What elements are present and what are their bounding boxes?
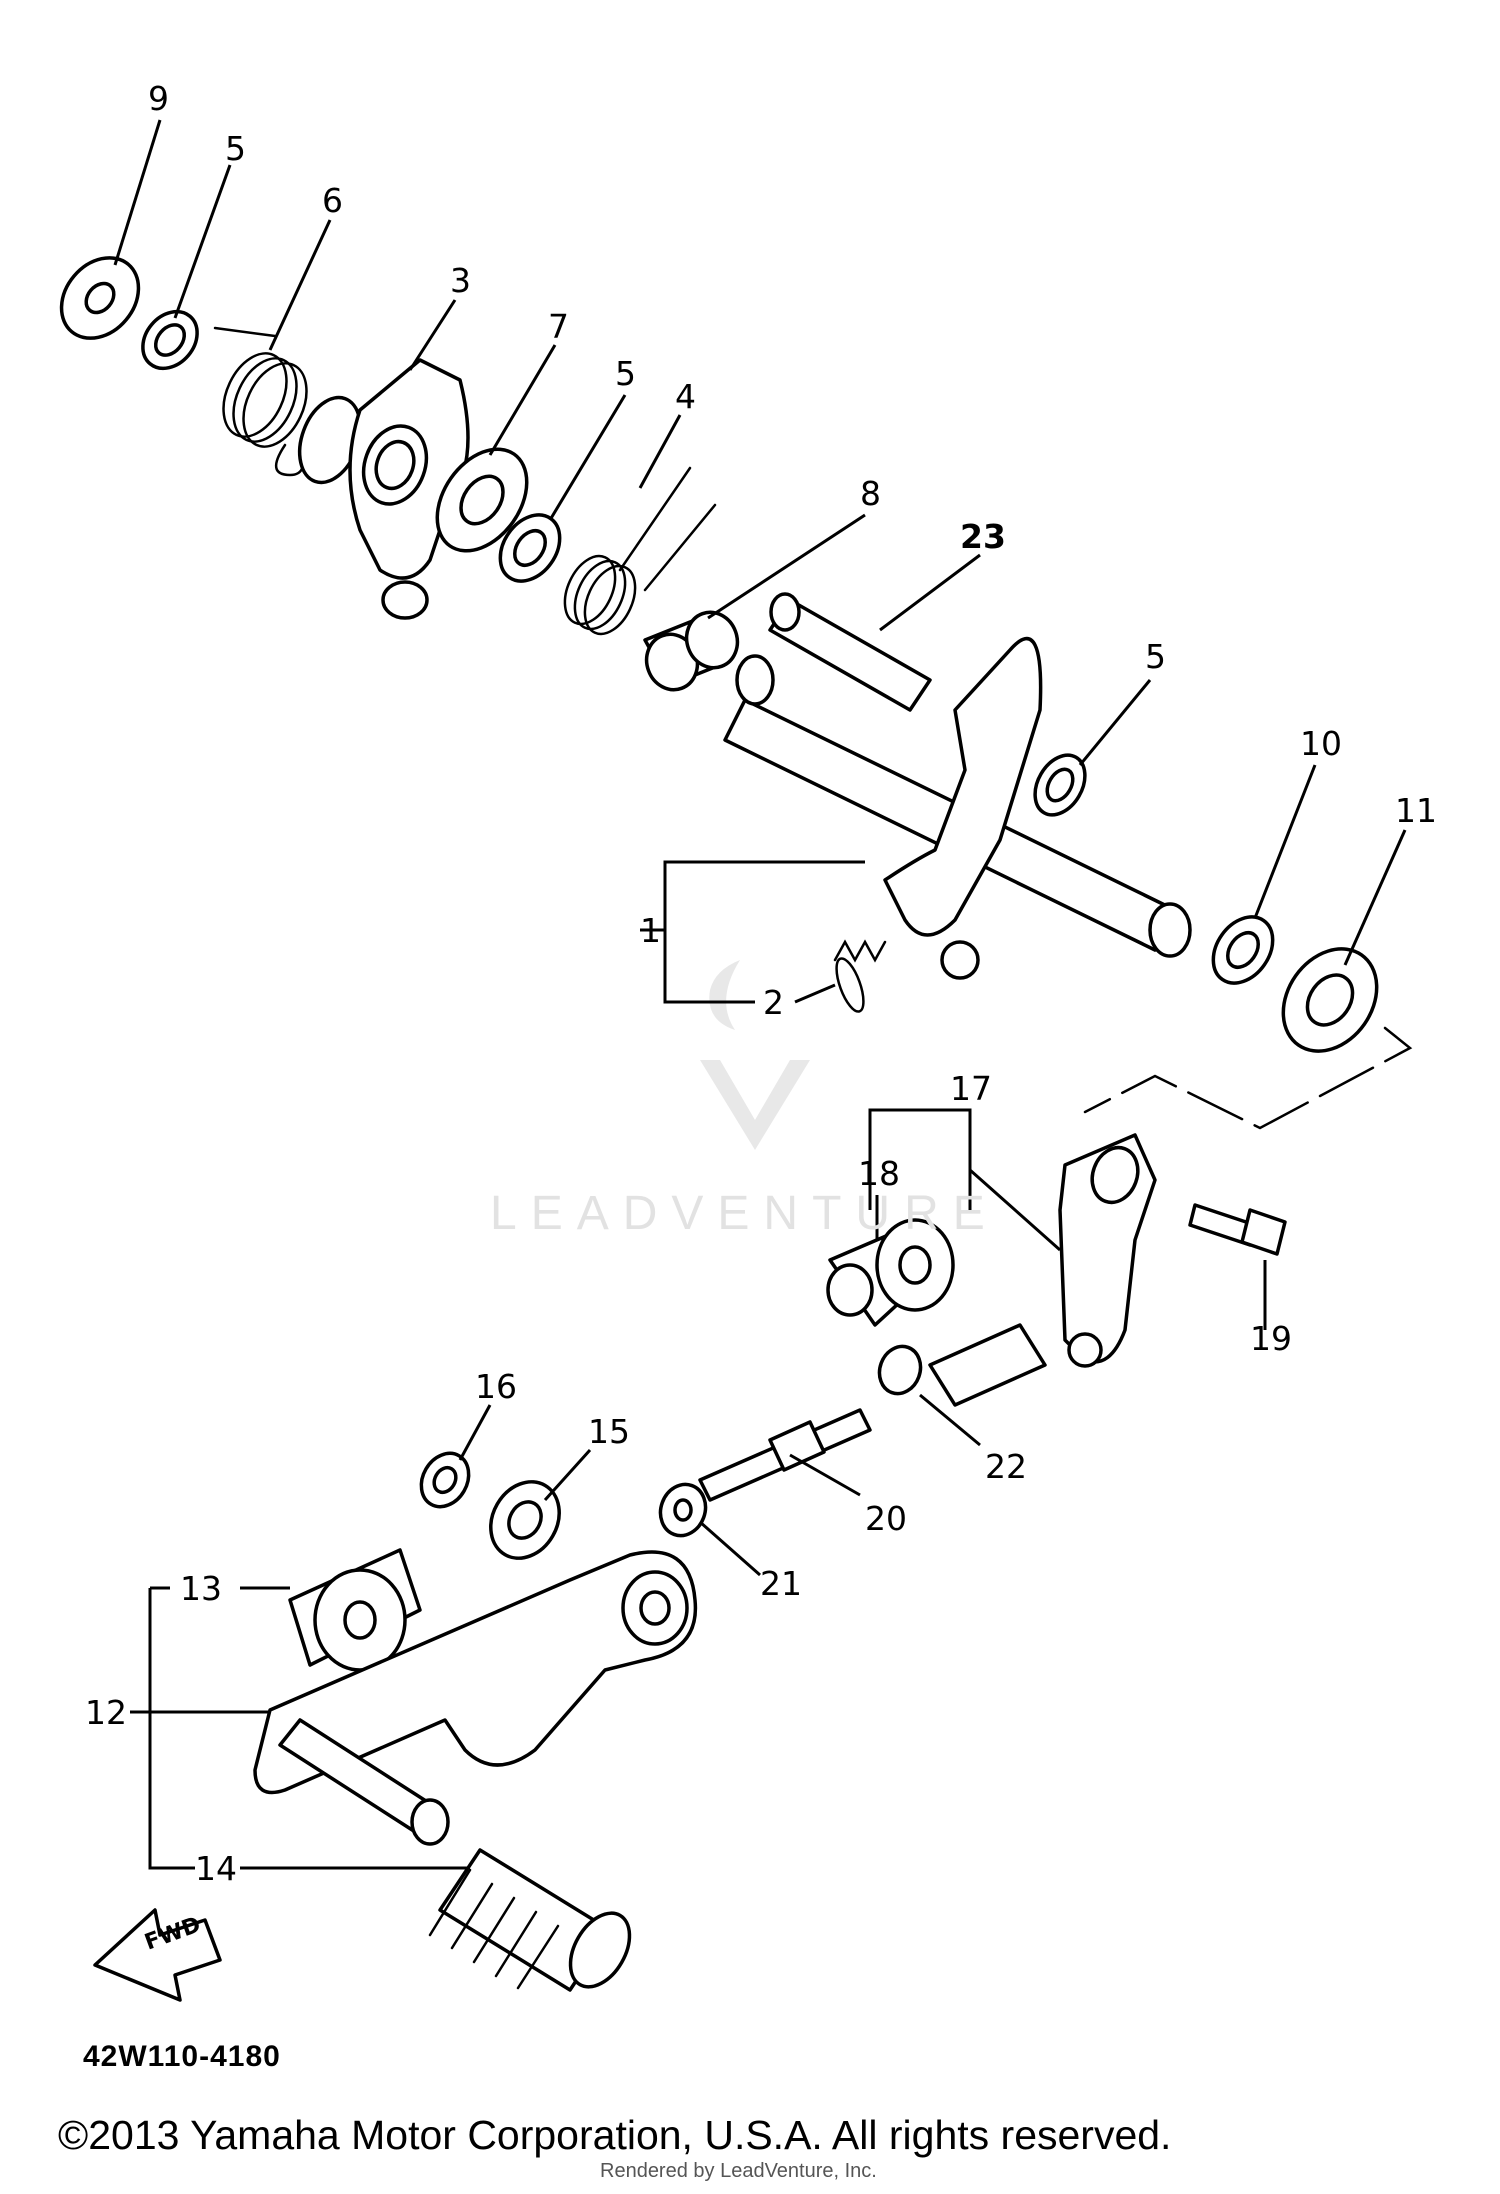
callout-16: 16 bbox=[475, 1367, 517, 1406]
callout-2: 2 bbox=[763, 983, 784, 1022]
callout-labels: 9 5 6 3 7 5 4 8 23 5 10 11 1 2 17 18 19 … bbox=[85, 79, 1437, 1888]
part-8-collar bbox=[643, 610, 740, 692]
part-7-washer bbox=[435, 447, 529, 553]
part-11-oil-seal bbox=[1281, 947, 1379, 1053]
part-22-nut bbox=[877, 1323, 1047, 1407]
callout-15: 15 bbox=[588, 1412, 630, 1451]
diagram-code: 42W110-4180 bbox=[83, 2040, 281, 2073]
part-14-pedal-rubber bbox=[428, 1848, 632, 1992]
watermark-text: LEADVENTURE bbox=[490, 1187, 999, 1240]
part-21-nut bbox=[658, 1482, 708, 1538]
part-1-shift-shaft bbox=[723, 637, 1192, 980]
fwd-arrow-icon: FWD bbox=[93, 1908, 222, 2002]
callout-14: 14 bbox=[195, 1849, 237, 1888]
callout-23: 23 bbox=[960, 517, 1006, 556]
part-15-washer bbox=[489, 1480, 561, 1560]
callout-13: 13 bbox=[180, 1569, 222, 1608]
part-5-circlip-b bbox=[498, 513, 562, 583]
callout-1: 1 bbox=[640, 911, 661, 950]
callout-8: 8 bbox=[860, 474, 881, 513]
callout-5-right: 5 bbox=[1145, 637, 1166, 676]
part-19-bolt bbox=[1188, 1203, 1287, 1256]
part-16-circlip bbox=[419, 1451, 471, 1509]
leader-lines bbox=[113, 119, 1407, 1870]
leadventure-logo-watermark bbox=[700, 960, 810, 1150]
part-12-shift-pedal bbox=[253, 1550, 698, 1846]
part-5-circlip-a bbox=[141, 309, 199, 371]
callout-4: 4 bbox=[675, 377, 696, 416]
callout-6: 6 bbox=[322, 181, 343, 220]
part-18-rod-end bbox=[826, 1218, 955, 1327]
callout-5-top: 5 bbox=[225, 129, 246, 168]
part-20-adjuster-rod bbox=[698, 1408, 872, 1502]
callout-12: 12 bbox=[85, 1693, 127, 1732]
callout-5-mid: 5 bbox=[615, 354, 636, 393]
part-10-washer bbox=[1211, 915, 1275, 985]
callout-22: 22 bbox=[985, 1447, 1027, 1486]
part-17-shift-arm bbox=[1058, 1133, 1157, 1368]
rendered-by-notice: Rendered by LeadVenture, Inc. bbox=[600, 2160, 877, 2182]
callout-17: 17 bbox=[950, 1069, 992, 1108]
callout-20: 20 bbox=[865, 1499, 907, 1538]
callout-11: 11 bbox=[1395, 791, 1437, 830]
callout-9: 9 bbox=[148, 79, 169, 118]
copyright-notice: ©2013 Yamaha Motor Corporation, U.S.A. A… bbox=[58, 2112, 1172, 2158]
part-13-rod-end bbox=[288, 1548, 422, 1672]
callout-18: 18 bbox=[858, 1154, 900, 1193]
part-4-spring bbox=[563, 466, 717, 636]
callout-10: 10 bbox=[1300, 724, 1342, 763]
part-2-spring bbox=[833, 939, 887, 1013]
part-9-washer bbox=[59, 256, 141, 340]
part-3-shift-arm bbox=[297, 358, 470, 620]
part-23-pin bbox=[768, 592, 932, 712]
callout-19: 19 bbox=[1250, 1319, 1292, 1358]
callout-7: 7 bbox=[548, 307, 569, 346]
callout-21: 21 bbox=[760, 1564, 802, 1603]
callout-3: 3 bbox=[450, 261, 471, 300]
part-6-torsion-spring bbox=[213, 326, 308, 477]
part-5-circlip-c bbox=[1033, 753, 1087, 817]
